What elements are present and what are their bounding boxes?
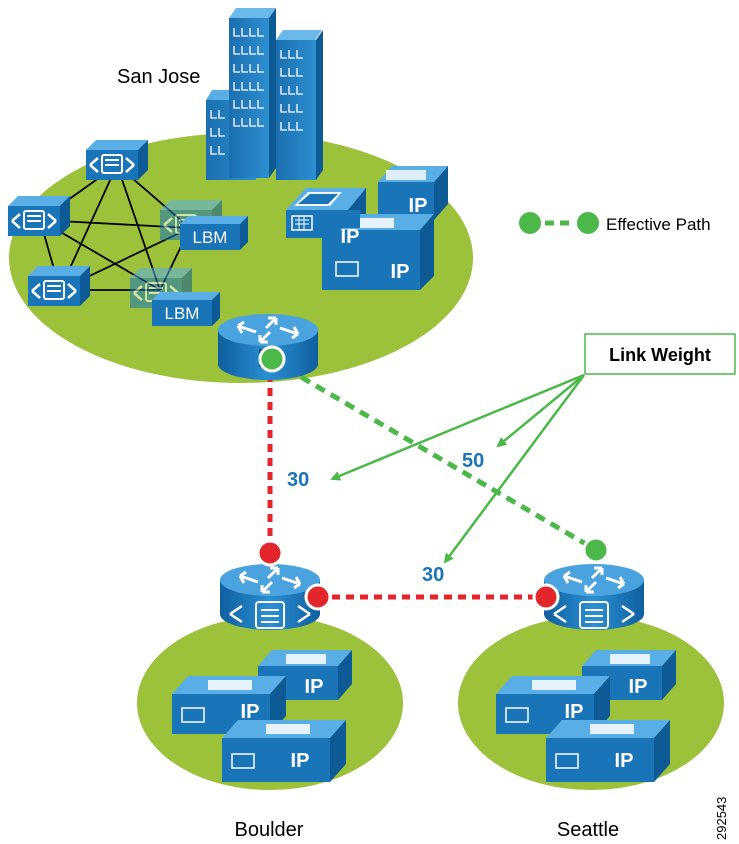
ip-phone-icon: IP bbox=[496, 676, 610, 734]
ip-phone-label: IP bbox=[291, 750, 310, 772]
site-label-seattle: Seattle bbox=[557, 819, 619, 841]
call-manager-server-icon bbox=[26, 264, 92, 308]
blocked-path-endpoint-dot bbox=[256, 539, 284, 567]
legend-effective-path-label: Effective Path bbox=[606, 215, 711, 234]
ip-phone-icon: IP bbox=[378, 166, 448, 220]
ip-phone-label: IP bbox=[565, 701, 584, 723]
ip-phone-icon: IP bbox=[222, 720, 346, 782]
ip-phone-label: IP bbox=[391, 261, 410, 283]
link-sanjose-seattle-effective bbox=[270, 357, 598, 553]
office-building-icon bbox=[206, 8, 323, 180]
weight-boulder-seattle: 30 bbox=[422, 564, 444, 586]
site-label-boulder: Boulder bbox=[235, 819, 304, 841]
lbm-label: LBM bbox=[193, 228, 228, 247]
lbm-label: LBM bbox=[165, 304, 200, 323]
ip-phone-label: IP bbox=[241, 701, 260, 723]
blocked-path-endpoint-dot bbox=[304, 583, 332, 611]
ip-phone-icon: IP bbox=[322, 214, 434, 290]
ip-phone-label: IP bbox=[615, 750, 634, 772]
ip-phone-icon: IP bbox=[172, 676, 286, 734]
boulder-phones: IP IP IP bbox=[172, 650, 352, 782]
lbm-server-icon: LBM bbox=[152, 292, 220, 326]
effective-path-endpoint-dot bbox=[258, 345, 286, 373]
ip-phone-label: IP bbox=[629, 676, 648, 698]
ip-phone-label: IP bbox=[305, 676, 324, 698]
ip-phone-label: IP bbox=[409, 195, 428, 217]
ip-phone-label: IP bbox=[341, 226, 360, 248]
call-manager-server-icon bbox=[84, 138, 150, 182]
link-weight-title: Link Weight bbox=[609, 345, 711, 365]
boulder-router-icon bbox=[218, 562, 322, 632]
blocked-path-endpoint-dot bbox=[532, 583, 560, 611]
link-weight-pointer-arrows bbox=[330, 373, 586, 564]
lbm-server-icon: LBM bbox=[180, 216, 248, 250]
legend-effective-path: Effective Path bbox=[517, 210, 711, 236]
seattle-phones: IP IP IP bbox=[496, 650, 676, 782]
site-label-san-jose: San Jose bbox=[117, 66, 200, 88]
weight-sanjose-seattle: 50 bbox=[462, 450, 484, 472]
call-manager-server-icon bbox=[6, 194, 72, 238]
effective-path-endpoint-dot bbox=[582, 536, 610, 564]
figure-id: 292543 bbox=[714, 797, 729, 840]
ip-phone-icon: IP bbox=[320, 210, 360, 248]
seattle-router-icon bbox=[542, 562, 646, 632]
link-weight-callout-box bbox=[584, 333, 736, 375]
ip-phone-icon: IP bbox=[546, 720, 670, 782]
weight-sanjose-boulder: 30 bbox=[287, 469, 309, 491]
